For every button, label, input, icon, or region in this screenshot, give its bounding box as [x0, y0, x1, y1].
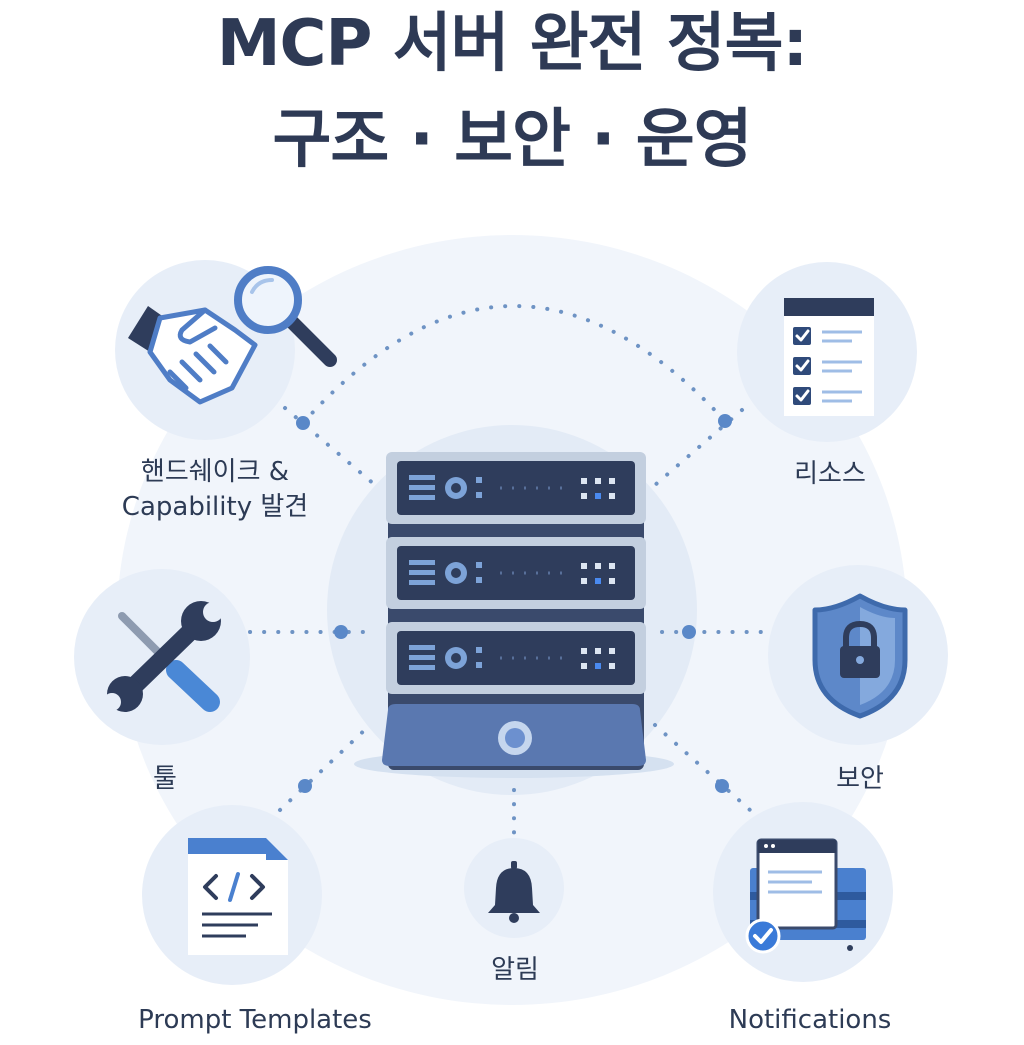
label-resources: 리소스: [794, 459, 866, 489]
label-security: 보안: [836, 764, 884, 794]
browser-window-check-icon: [745, 838, 866, 954]
label-handshake-line2: Capability 발견: [121, 492, 309, 523]
label-notifications: Notifications: [728, 1005, 892, 1035]
server-unit-3: [386, 622, 646, 694]
label-handshake-line1: 핸드쉐이크 &: [140, 457, 290, 487]
server-unit-2: [386, 537, 646, 609]
code-document-icon: [188, 838, 288, 955]
server-base: [382, 704, 646, 766]
checklist-document-icon: [784, 298, 874, 416]
label-tools: 툴: [153, 764, 177, 794]
label-alerts: 알림: [491, 955, 539, 985]
label-handshake: 핸드쉐이크 & Capability 발견: [105, 455, 325, 525]
bell-icon: [488, 861, 540, 923]
shield-lock-icon: [812, 593, 908, 719]
connector-handshake: [283, 406, 377, 487]
server-unit-1: [386, 452, 646, 524]
page-title-line2: 구조 · 보안 · 운영: [272, 103, 752, 177]
connector-nodes: [296, 414, 732, 793]
wrench-screwdriver-icon: [103, 601, 223, 712]
label-prompt-templates: Prompt Templates: [138, 1005, 372, 1035]
connector-resources: [653, 408, 744, 487]
server-rack-icon: [354, 452, 674, 778]
page-title-line1: MCP 서버 완전 정복:: [216, 7, 808, 81]
handshake-magnifier-icon: [128, 266, 337, 405]
